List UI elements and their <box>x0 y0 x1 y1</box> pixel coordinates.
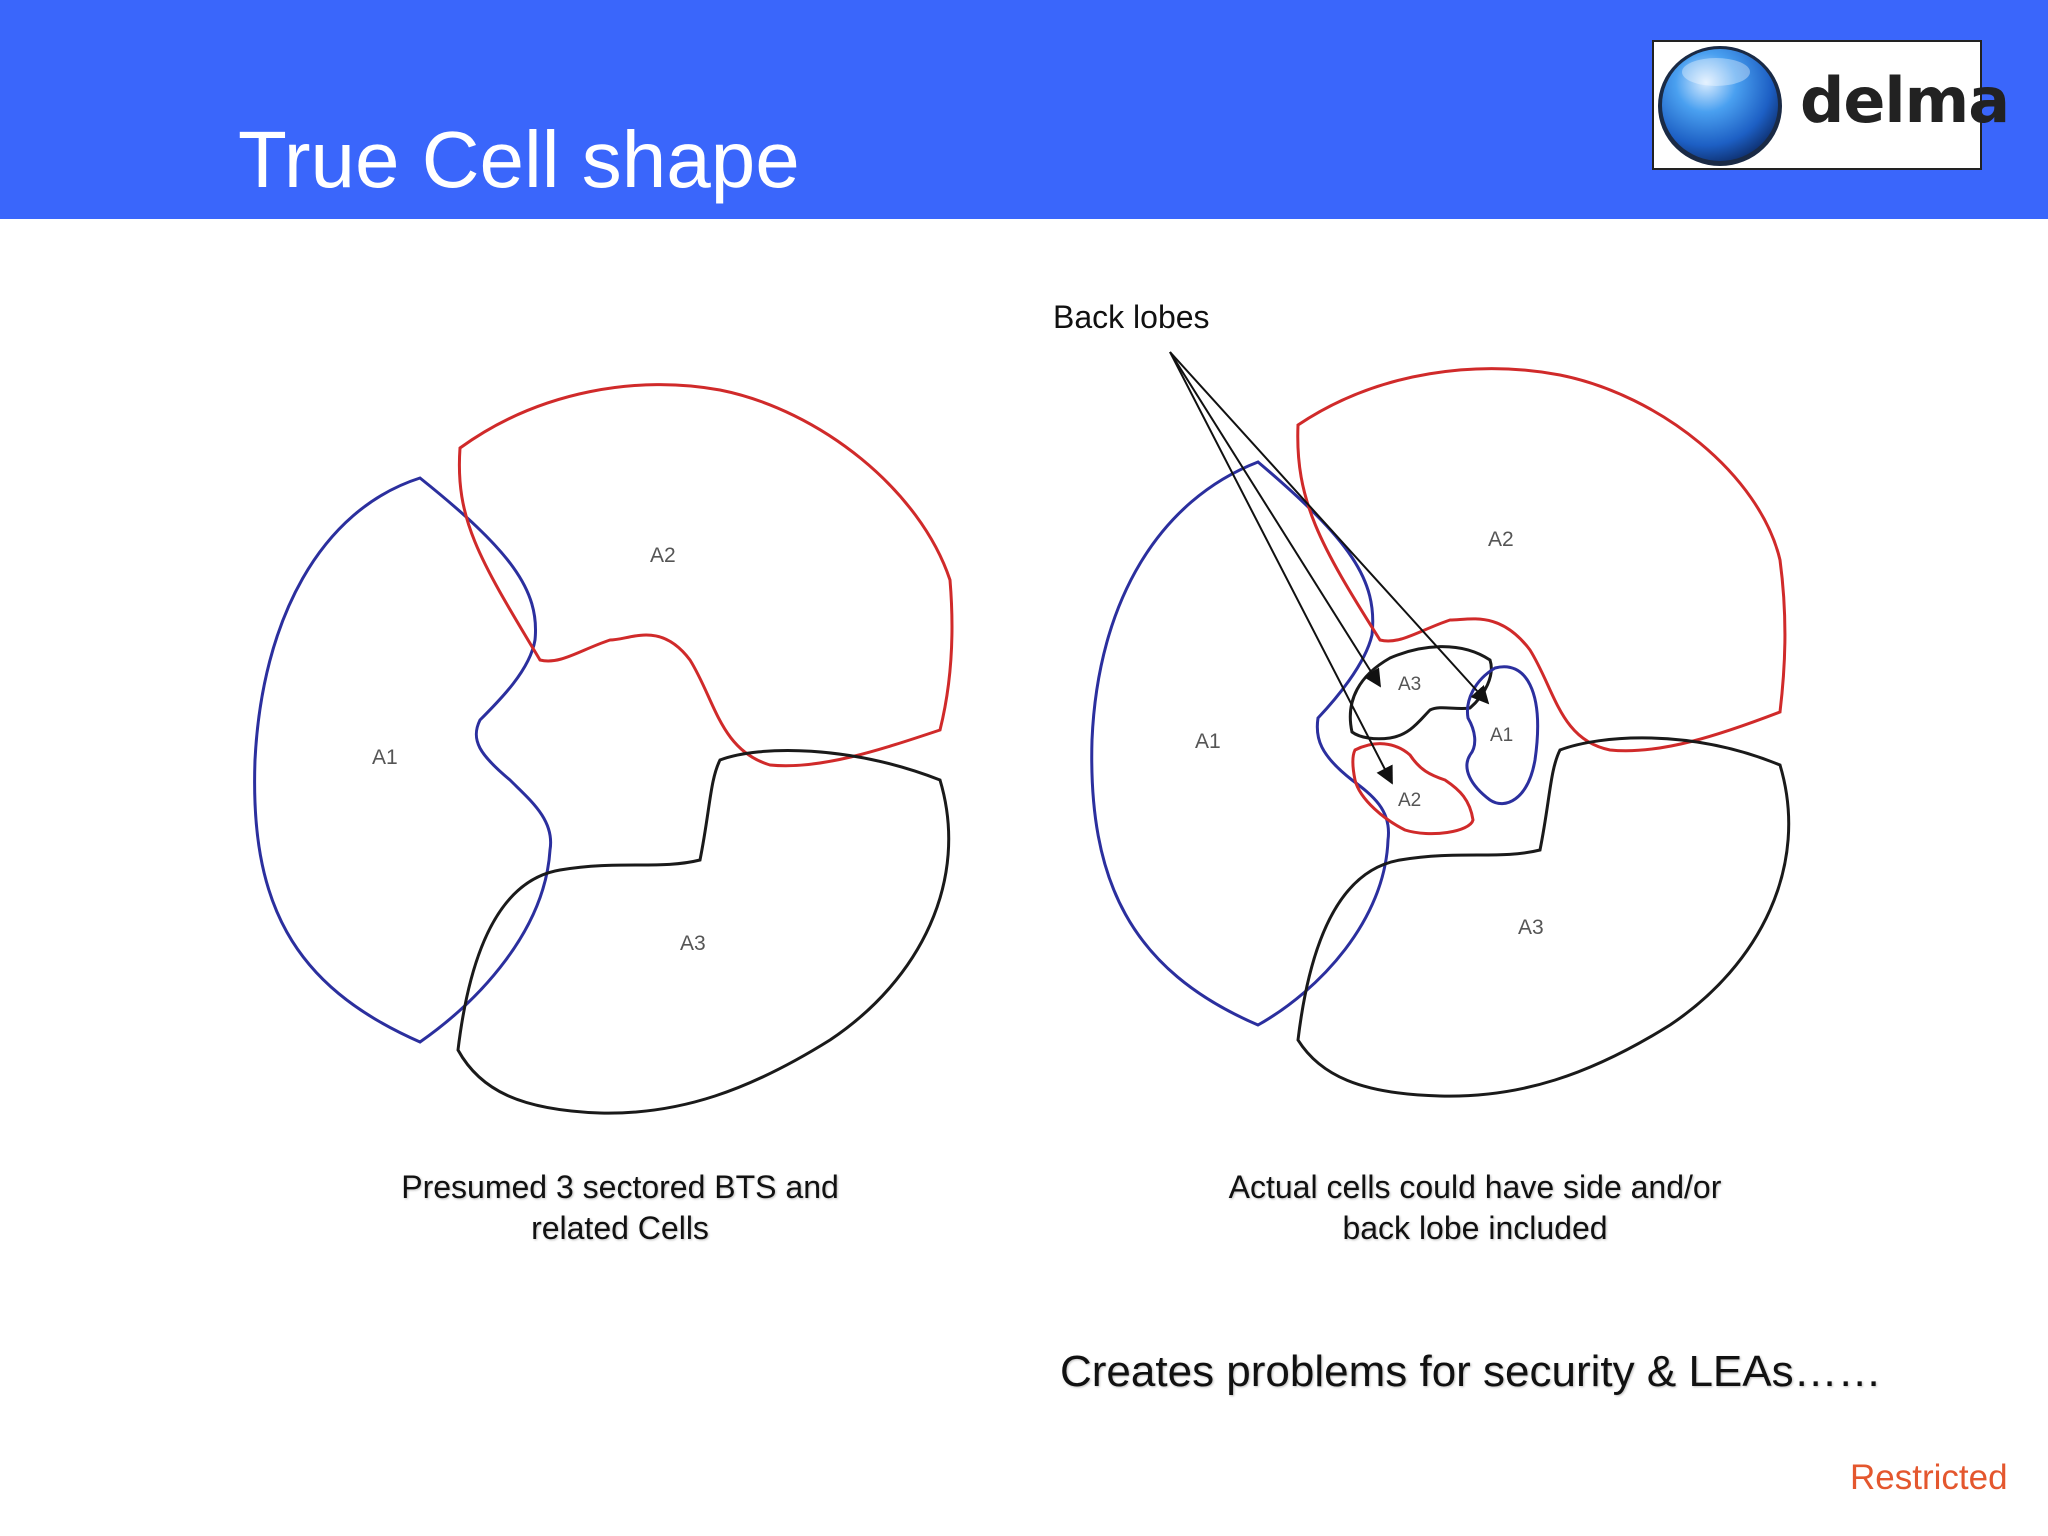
company-logo: delma <box>1652 40 2010 170</box>
left-diagram-caption: Presumed 3 sectored BTS and related Cell… <box>360 1167 880 1249</box>
right-caption-line-2: back lobe included <box>1342 1210 1608 1246</box>
right-sector-a2-outline <box>1296 367 1787 753</box>
right-diagram-caption: Actual cells could have side and/or back… <box>1175 1167 1775 1249</box>
slide-title: True Cell shape <box>238 115 800 204</box>
right-backlobe-a2-outline <box>1351 742 1475 836</box>
back-lobes-callout-label: Back lobes <box>1053 299 1210 335</box>
right-caption-line-1: Actual cells could have side and/or <box>1228 1169 1722 1205</box>
left-label-a2: A2 <box>650 544 676 567</box>
right-sector-a3-outline <box>1296 736 1791 1098</box>
right-backlobe-a1-outline <box>1465 665 1540 806</box>
globe-icon <box>1658 46 1782 166</box>
right-backlobe-label-a3: A3 <box>1398 674 1421 695</box>
right-label-a2: A2 <box>1488 528 1514 551</box>
left-diagram: A1 A2 A3 <box>253 383 954 1115</box>
left-caption-line-2: related Cells <box>531 1210 709 1246</box>
back-lobes-callout-arrows <box>1169 351 1490 785</box>
right-backlobe-label-a2: A2 <box>1398 790 1421 811</box>
right-backlobe-label-a1: A1 <box>1490 725 1513 746</box>
restricted-label: Restricted <box>1850 1458 2008 1497</box>
conclusion-text: Creates problems for security & LEAs…… <box>1060 1347 1882 1396</box>
right-label-a3: A3 <box>1518 916 1544 939</box>
right-diagram: Back lobes A1 A2 A3 A3 A1 A2 <box>1053 299 1791 1098</box>
left-caption-line-1: Presumed 3 sectored BTS and <box>401 1169 839 1205</box>
right-sector-a1-outline <box>1090 460 1390 1027</box>
left-sector-a3-outline <box>456 749 951 1115</box>
left-label-a3: A3 <box>680 932 706 955</box>
right-label-a1: A1 <box>1195 730 1221 753</box>
left-label-a1: A1 <box>372 746 398 769</box>
left-sector-a1-outline <box>253 476 553 1044</box>
left-sector-a2-outline <box>457 383 954 768</box>
logo-wordmark: delma <box>1800 64 2010 137</box>
